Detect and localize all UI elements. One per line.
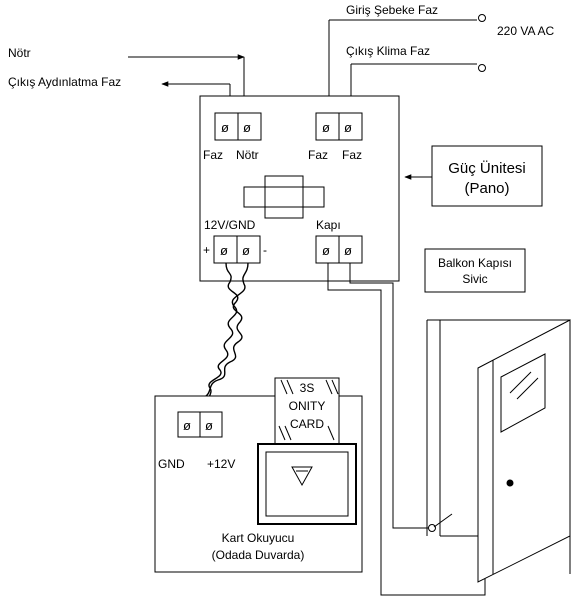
coil-wire-a — [191, 262, 243, 413]
card-line3: CARD — [290, 417, 324, 431]
terminal-symbol: ø — [205, 418, 213, 433]
ac-terminal — [478, 64, 486, 72]
faz-label: Faz — [308, 148, 328, 162]
gnd-label: GND — [158, 457, 185, 471]
terminal-symbol: ø — [183, 418, 191, 433]
reader-title-line2: (Odada Duvarda) — [212, 548, 305, 562]
power-unit-title-box — [431, 145, 543, 207]
terminal-symbol: ø — [344, 243, 352, 258]
balcony-line2: Sivic — [462, 272, 487, 286]
ac-phase-label: Çıkış Klima Faz — [346, 44, 430, 58]
balcony-door — [426, 319, 571, 583]
notr-terminal-label: Nötr — [236, 148, 259, 162]
card-reader: ø ø GND +12V 3S ONITY CARD Kart Okuyucu … — [154, 377, 363, 573]
door-wire-a — [327, 263, 486, 596]
mains-terminal — [478, 14, 486, 22]
door-leaf — [477, 319, 571, 583]
door-handle — [506, 479, 514, 487]
balcony-line1: Balkon Kapısı — [438, 256, 512, 270]
plus12-label: +12V — [207, 457, 235, 471]
minus-label: - — [263, 243, 267, 257]
plus-label: + — [203, 243, 210, 257]
faz-label: Faz — [203, 148, 223, 162]
power-unit-title: Güç Ünitesi (Pano) — [404, 145, 543, 207]
terminal-symbol: ø — [322, 120, 330, 135]
switch-contact — [428, 524, 436, 532]
terminal-symbol: ø — [242, 243, 250, 258]
door-wire-b — [349, 263, 428, 529]
reader-slot-inner — [265, 451, 349, 517]
transformer-coil — [264, 175, 304, 219]
balcony-label-box — [424, 248, 526, 293]
balcony-label: Balkon Kapısı Sivic — [424, 248, 526, 293]
coiled-cable — [191, 262, 249, 413]
door-label: Kapı — [316, 218, 341, 232]
switch-lever — [433, 513, 453, 528]
terminal-symbol: ø — [221, 120, 229, 135]
terminal-symbol: ø — [220, 243, 228, 258]
voltage-label: 220 VA AC — [497, 24, 554, 38]
terminal-symbol: ø — [243, 120, 251, 135]
input-wiring: Nötr Çıkış Aydınlatma Faz Giriş Şebeke F… — [8, 3, 554, 113]
onity-card: 3S ONITY CARD — [274, 377, 340, 445]
card-line2: ONITY — [289, 399, 326, 413]
lighting-phase-label: Çıkış Aydınlatma Faz — [8, 75, 121, 89]
faz-label: Faz — [342, 148, 362, 162]
power-unit-title-line2: (Pano) — [464, 180, 509, 197]
notr-label: Nötr — [8, 46, 31, 60]
card-body — [274, 377, 340, 445]
door-frame-inner — [427, 319, 441, 536]
terminal-symbol: ø — [322, 243, 330, 258]
reader-title-line1: Kart Okuyucu — [222, 531, 295, 545]
terminal-symbol: ø — [344, 120, 352, 135]
dc-label: 12V/GND — [204, 218, 256, 232]
card-line1: 3S — [300, 381, 315, 395]
power-unit-title-line1: Güç Ünitesi — [448, 159, 526, 177]
power-unit: ø ø Faz Nötr ø ø Faz Faz 12V/GND ø ø + -… — [199, 95, 400, 282]
mains-phase-label: Giriş Şebeke Faz — [346, 3, 438, 17]
